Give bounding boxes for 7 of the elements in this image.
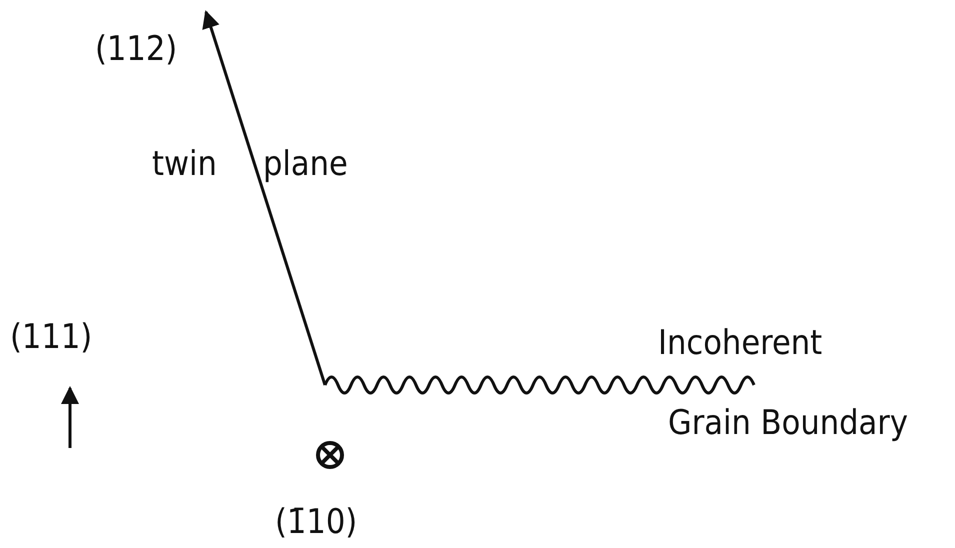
direction-label: (112) [95, 32, 178, 66]
boundary-label: Grain Boundary [668, 406, 908, 440]
direction-label: (111) [10, 320, 92, 354]
plane-label: twin [152, 147, 217, 181]
direction-label: (1̄10) [275, 505, 358, 539]
plane-label: plane [263, 147, 348, 181]
boundary-label: Incoherent [658, 326, 822, 360]
